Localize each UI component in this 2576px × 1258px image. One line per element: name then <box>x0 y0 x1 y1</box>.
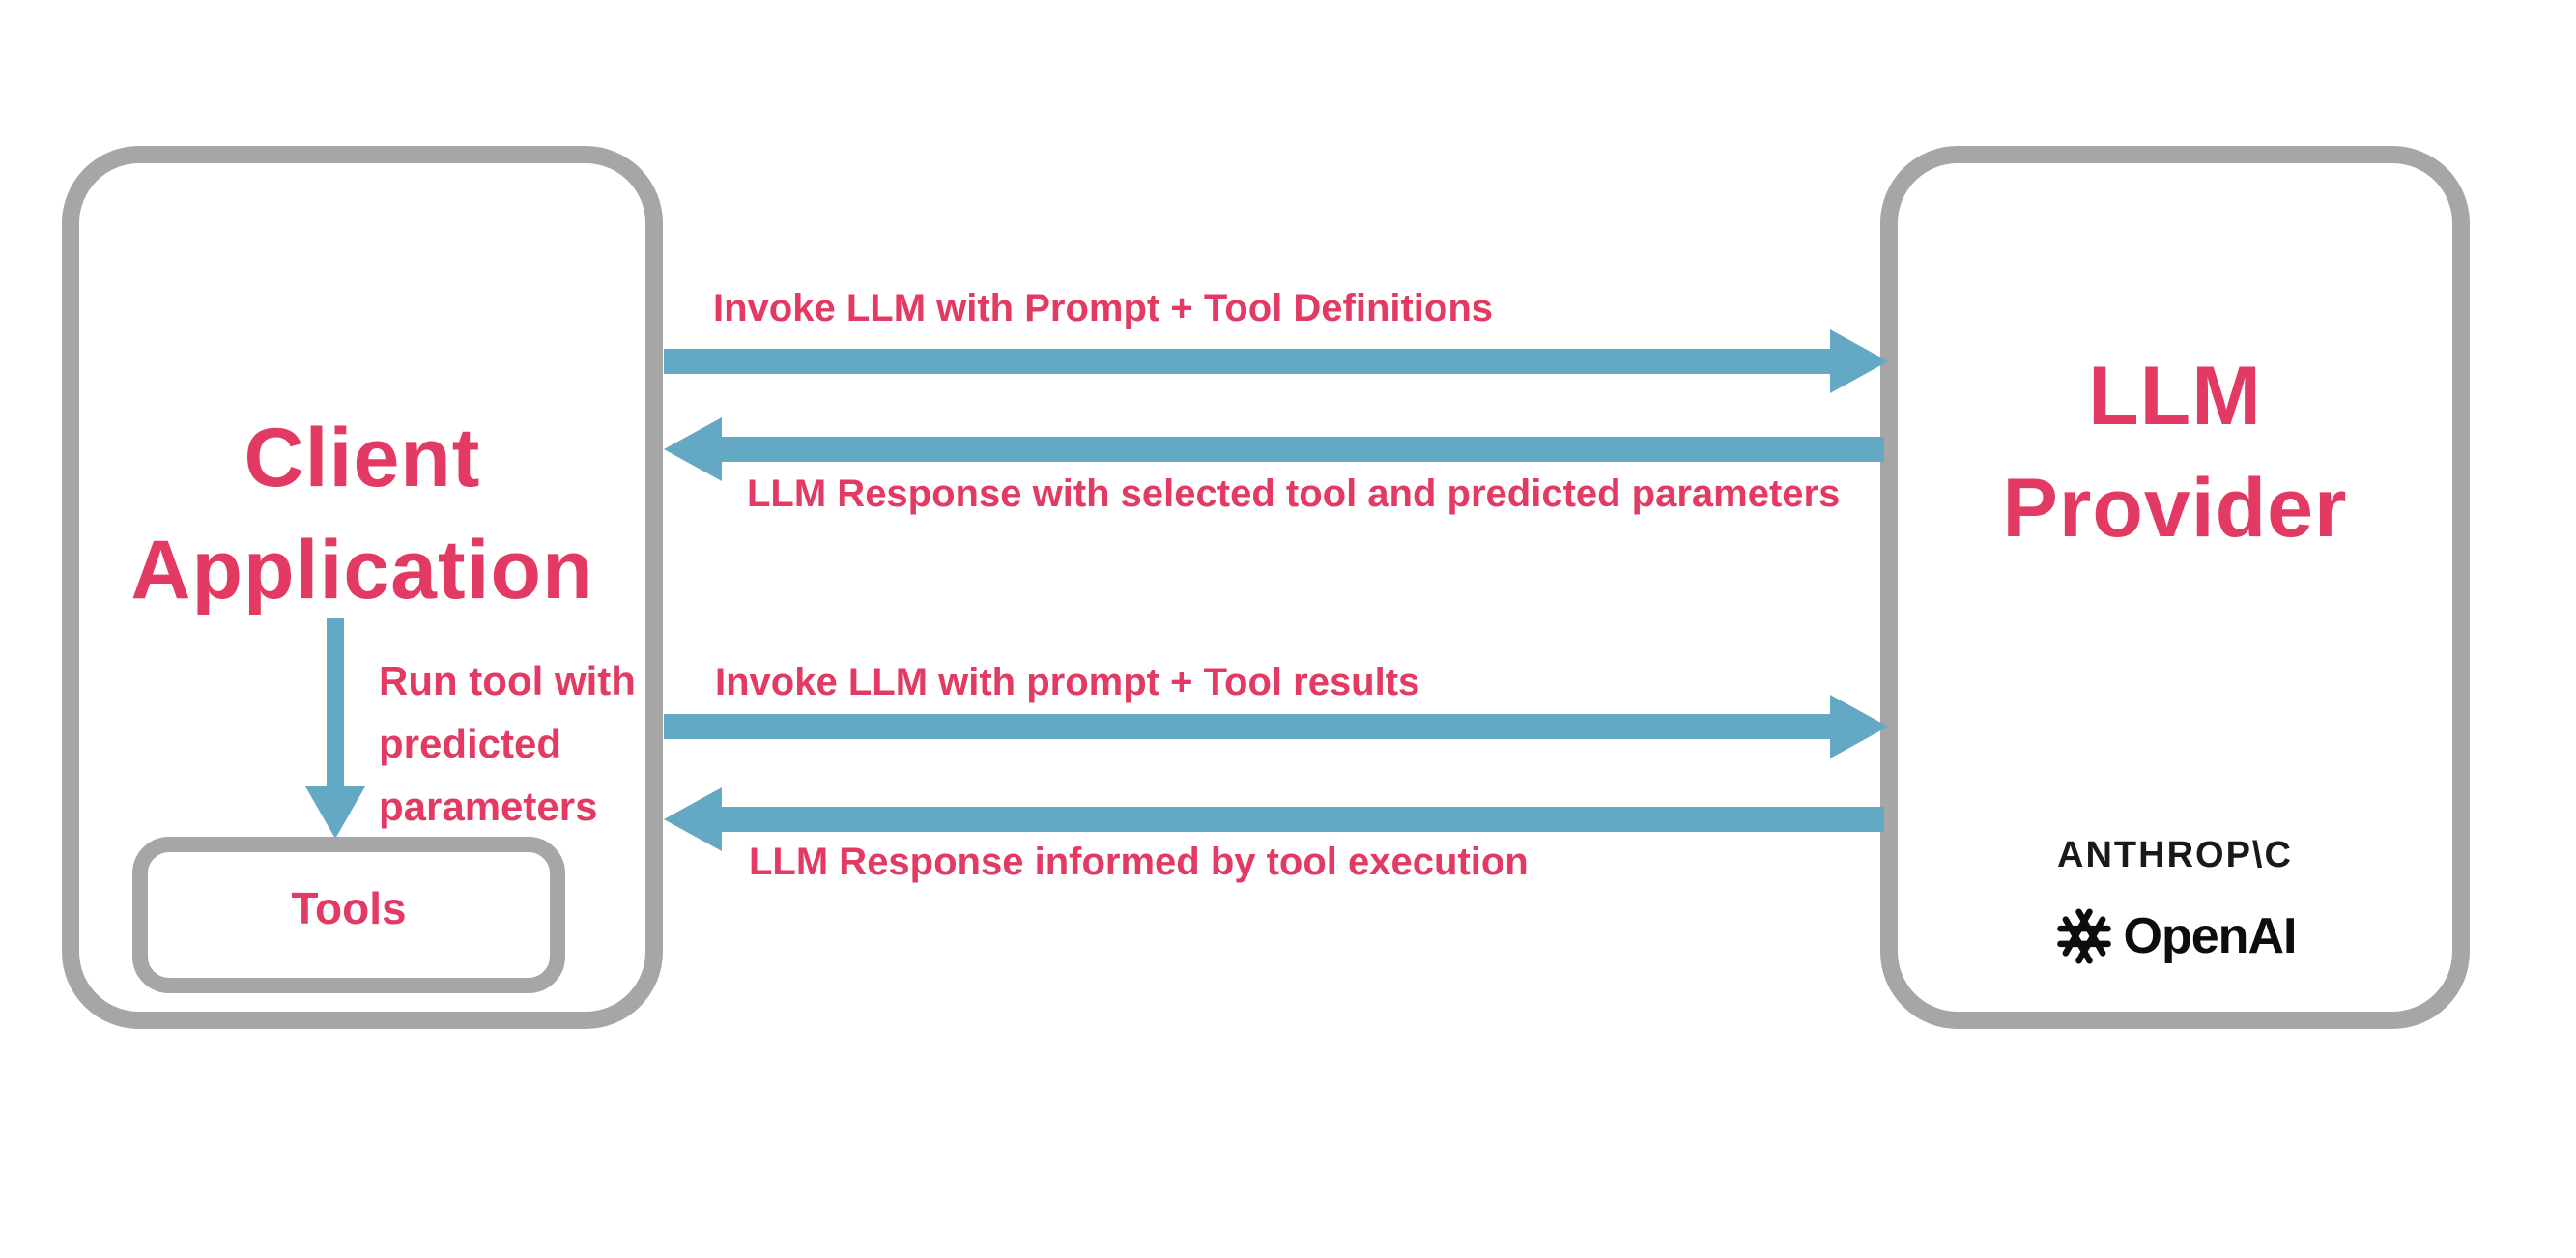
llm-provider-title: LLM Provider <box>1880 340 2470 564</box>
llm-title-line2: Provider <box>2002 462 2348 555</box>
flow-3-arrow-shaft <box>664 714 1830 739</box>
tools-box <box>132 837 565 993</box>
openai-wordmark: OpenAI <box>2123 908 2298 964</box>
flow-2-arrow-shaft <box>720 437 1884 462</box>
run-tool-arrowhead-icon <box>305 786 365 839</box>
openai-logo-icon <box>2056 908 2111 964</box>
llm-provider-box <box>1880 146 2470 1029</box>
client-title-line2: Application <box>130 524 594 616</box>
client-title-line1: Client <box>243 412 481 504</box>
anthropic-logo: ANTHROP\C <box>2057 835 2293 875</box>
flow-1-label: Invoke LLM with Prompt + Tool Definition… <box>713 287 1494 329</box>
run-tool-arrow-shaft <box>327 618 344 788</box>
run-tool-label-line2: predicted <box>379 721 562 766</box>
flow-3-label: Invoke LLM with prompt + Tool results <box>715 661 1420 703</box>
tools-label: Tools <box>291 883 407 933</box>
run-tool-label-line1: Run tool with <box>379 658 636 703</box>
client-application-title: Client Application <box>62 402 663 626</box>
flow-1-arrow-shaft <box>664 349 1830 374</box>
flow-4-arrow-shaft <box>720 807 1884 832</box>
run-tool-label-line3: parameters <box>379 784 598 829</box>
flow-2-label: LLM Response with selected tool and pred… <box>747 472 1841 515</box>
llm-title-line1: LLM <box>2088 350 2262 443</box>
flow-4-arrowhead-icon <box>664 787 722 851</box>
flow-2-arrowhead-icon <box>664 417 722 481</box>
flow-1-arrowhead-icon <box>1830 329 1888 393</box>
flow-4-label: LLM Response informed by tool execution <box>749 841 1529 883</box>
flow-3-arrowhead-icon <box>1830 695 1888 758</box>
run-tool-label: Run tool with predicted parameters <box>379 649 636 838</box>
openai-logo: OpenAI <box>1880 904 2470 968</box>
